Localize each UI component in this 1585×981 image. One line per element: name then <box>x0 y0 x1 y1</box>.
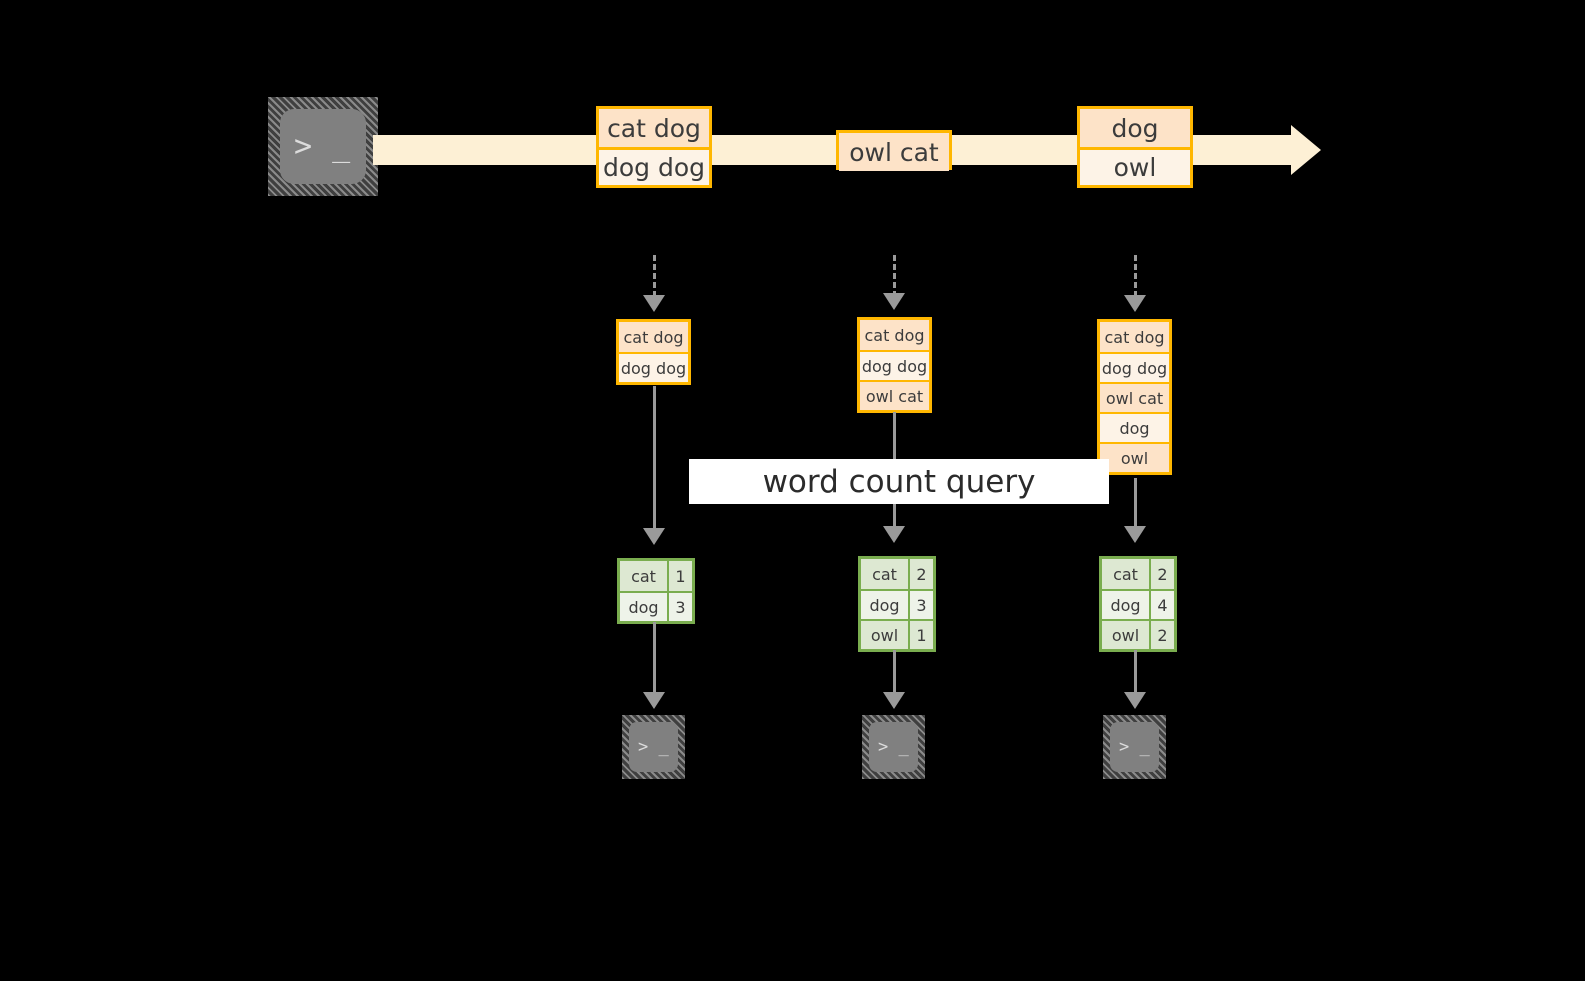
sink-terminal-icon-trigger-1: > _ <box>622 715 685 779</box>
terminal-screen: > _ <box>869 722 918 772</box>
query-arrowhead-3 <box>1124 526 1146 543</box>
counts-value: 2 <box>1149 621 1174 649</box>
feed-arrowhead-1 <box>643 295 665 312</box>
sink-arrowhead-3 <box>1124 692 1146 709</box>
query-label-text: word count query <box>762 463 1036 500</box>
counts-row: cat 1 <box>620 561 692 591</box>
counts-row: cat 2 <box>861 559 933 589</box>
query-label-banner: word count query <box>689 459 1109 504</box>
stream-record-line: dog <box>1080 109 1190 147</box>
counts-word: dog <box>628 597 659 617</box>
state-stack-trigger-1: cat dog dog dog <box>616 319 691 385</box>
state-line: dog dog <box>619 352 688 382</box>
state-line: owl cat <box>1100 382 1169 412</box>
counts-word: cat <box>872 564 897 584</box>
feed-arrowhead-3 <box>1124 295 1146 312</box>
sink-terminal-icon-trigger-3: > _ <box>1103 715 1166 779</box>
counts-table-trigger-1: cat 1 dog 3 <box>617 558 695 624</box>
counts-word: cat <box>1113 564 1138 584</box>
source-terminal-icon: > _ <box>268 97 378 196</box>
counts-word: dog <box>1110 595 1141 615</box>
counts-row: dog 3 <box>861 589 933 619</box>
feed-arrowhead-2 <box>883 293 905 310</box>
counts-word: owl <box>1111 625 1140 645</box>
stream-arrow-head <box>1291 125 1321 175</box>
counts-row: owl 2 <box>1102 619 1174 649</box>
query-arrowhead-2 <box>883 526 905 543</box>
state-stack-trigger-2: cat dog dog dog owl cat <box>857 317 932 413</box>
sink-line-1 <box>653 622 656 694</box>
sink-line-2 <box>893 650 896 694</box>
state-line: dog dog <box>860 350 929 380</box>
stream-record-line: owl <box>1080 147 1190 185</box>
sink-arrowhead-1 <box>643 692 665 709</box>
stream-record-line: dog dog <box>599 147 709 185</box>
counts-value: 2 <box>1149 559 1174 589</box>
counts-value: 1 <box>908 621 933 649</box>
stream-record-batch-3: dog owl <box>1077 106 1193 188</box>
stream-record-line: cat dog <box>599 109 709 147</box>
counts-word: cat <box>631 566 656 586</box>
feed-line-1 <box>653 255 656 297</box>
terminal-prompt-glyph: > _ <box>294 128 352 164</box>
counts-row: dog 3 <box>620 591 692 621</box>
counts-value: 1 <box>667 561 692 591</box>
counts-table-trigger-3: cat 2 dog 4 owl 2 <box>1099 556 1177 652</box>
query-arrowhead-1 <box>643 528 665 545</box>
query-line-3 <box>1134 478 1137 530</box>
terminal-screen: > _ <box>280 109 366 184</box>
sink-line-3 <box>1134 650 1137 694</box>
sink-terminal-icon-trigger-2: > _ <box>862 715 925 779</box>
state-line: cat dog <box>1100 322 1169 352</box>
counts-word: dog <box>869 595 900 615</box>
counts-word: owl <box>870 625 899 645</box>
terminal-prompt-glyph: > _ <box>638 736 669 757</box>
feed-line-3 <box>1134 255 1137 297</box>
state-line: dog dog <box>1100 352 1169 382</box>
counts-value: 4 <box>1149 591 1174 619</box>
counts-row: cat 2 <box>1102 559 1174 589</box>
terminal-prompt-glyph: > _ <box>878 736 909 757</box>
state-line: cat dog <box>619 322 688 352</box>
counts-value: 3 <box>908 591 933 619</box>
stream-record-line: owl cat <box>839 133 949 171</box>
terminal-screen: > _ <box>1110 722 1159 772</box>
state-line: cat dog <box>860 320 929 350</box>
state-stack-trigger-3: cat dog dog dog owl cat dog owl <box>1097 319 1172 475</box>
state-line: owl cat <box>860 380 929 410</box>
feed-line-2 <box>893 255 896 297</box>
query-line-1 <box>653 386 656 530</box>
terminal-prompt-glyph: > _ <box>1119 736 1150 757</box>
counts-value: 2 <box>908 559 933 589</box>
sink-arrowhead-2 <box>883 692 905 709</box>
counts-row: dog 4 <box>1102 589 1174 619</box>
state-line: dog <box>1100 412 1169 442</box>
counts-table-trigger-2: cat 2 dog 3 owl 1 <box>858 556 936 652</box>
counts-value: 3 <box>667 593 692 621</box>
state-line: owl <box>1100 442 1169 472</box>
terminal-screen: > _ <box>629 722 678 772</box>
stream-record-batch-1: cat dog dog dog <box>596 106 712 188</box>
counts-row: owl 1 <box>861 619 933 649</box>
stream-record-batch-2: owl cat <box>836 130 952 171</box>
